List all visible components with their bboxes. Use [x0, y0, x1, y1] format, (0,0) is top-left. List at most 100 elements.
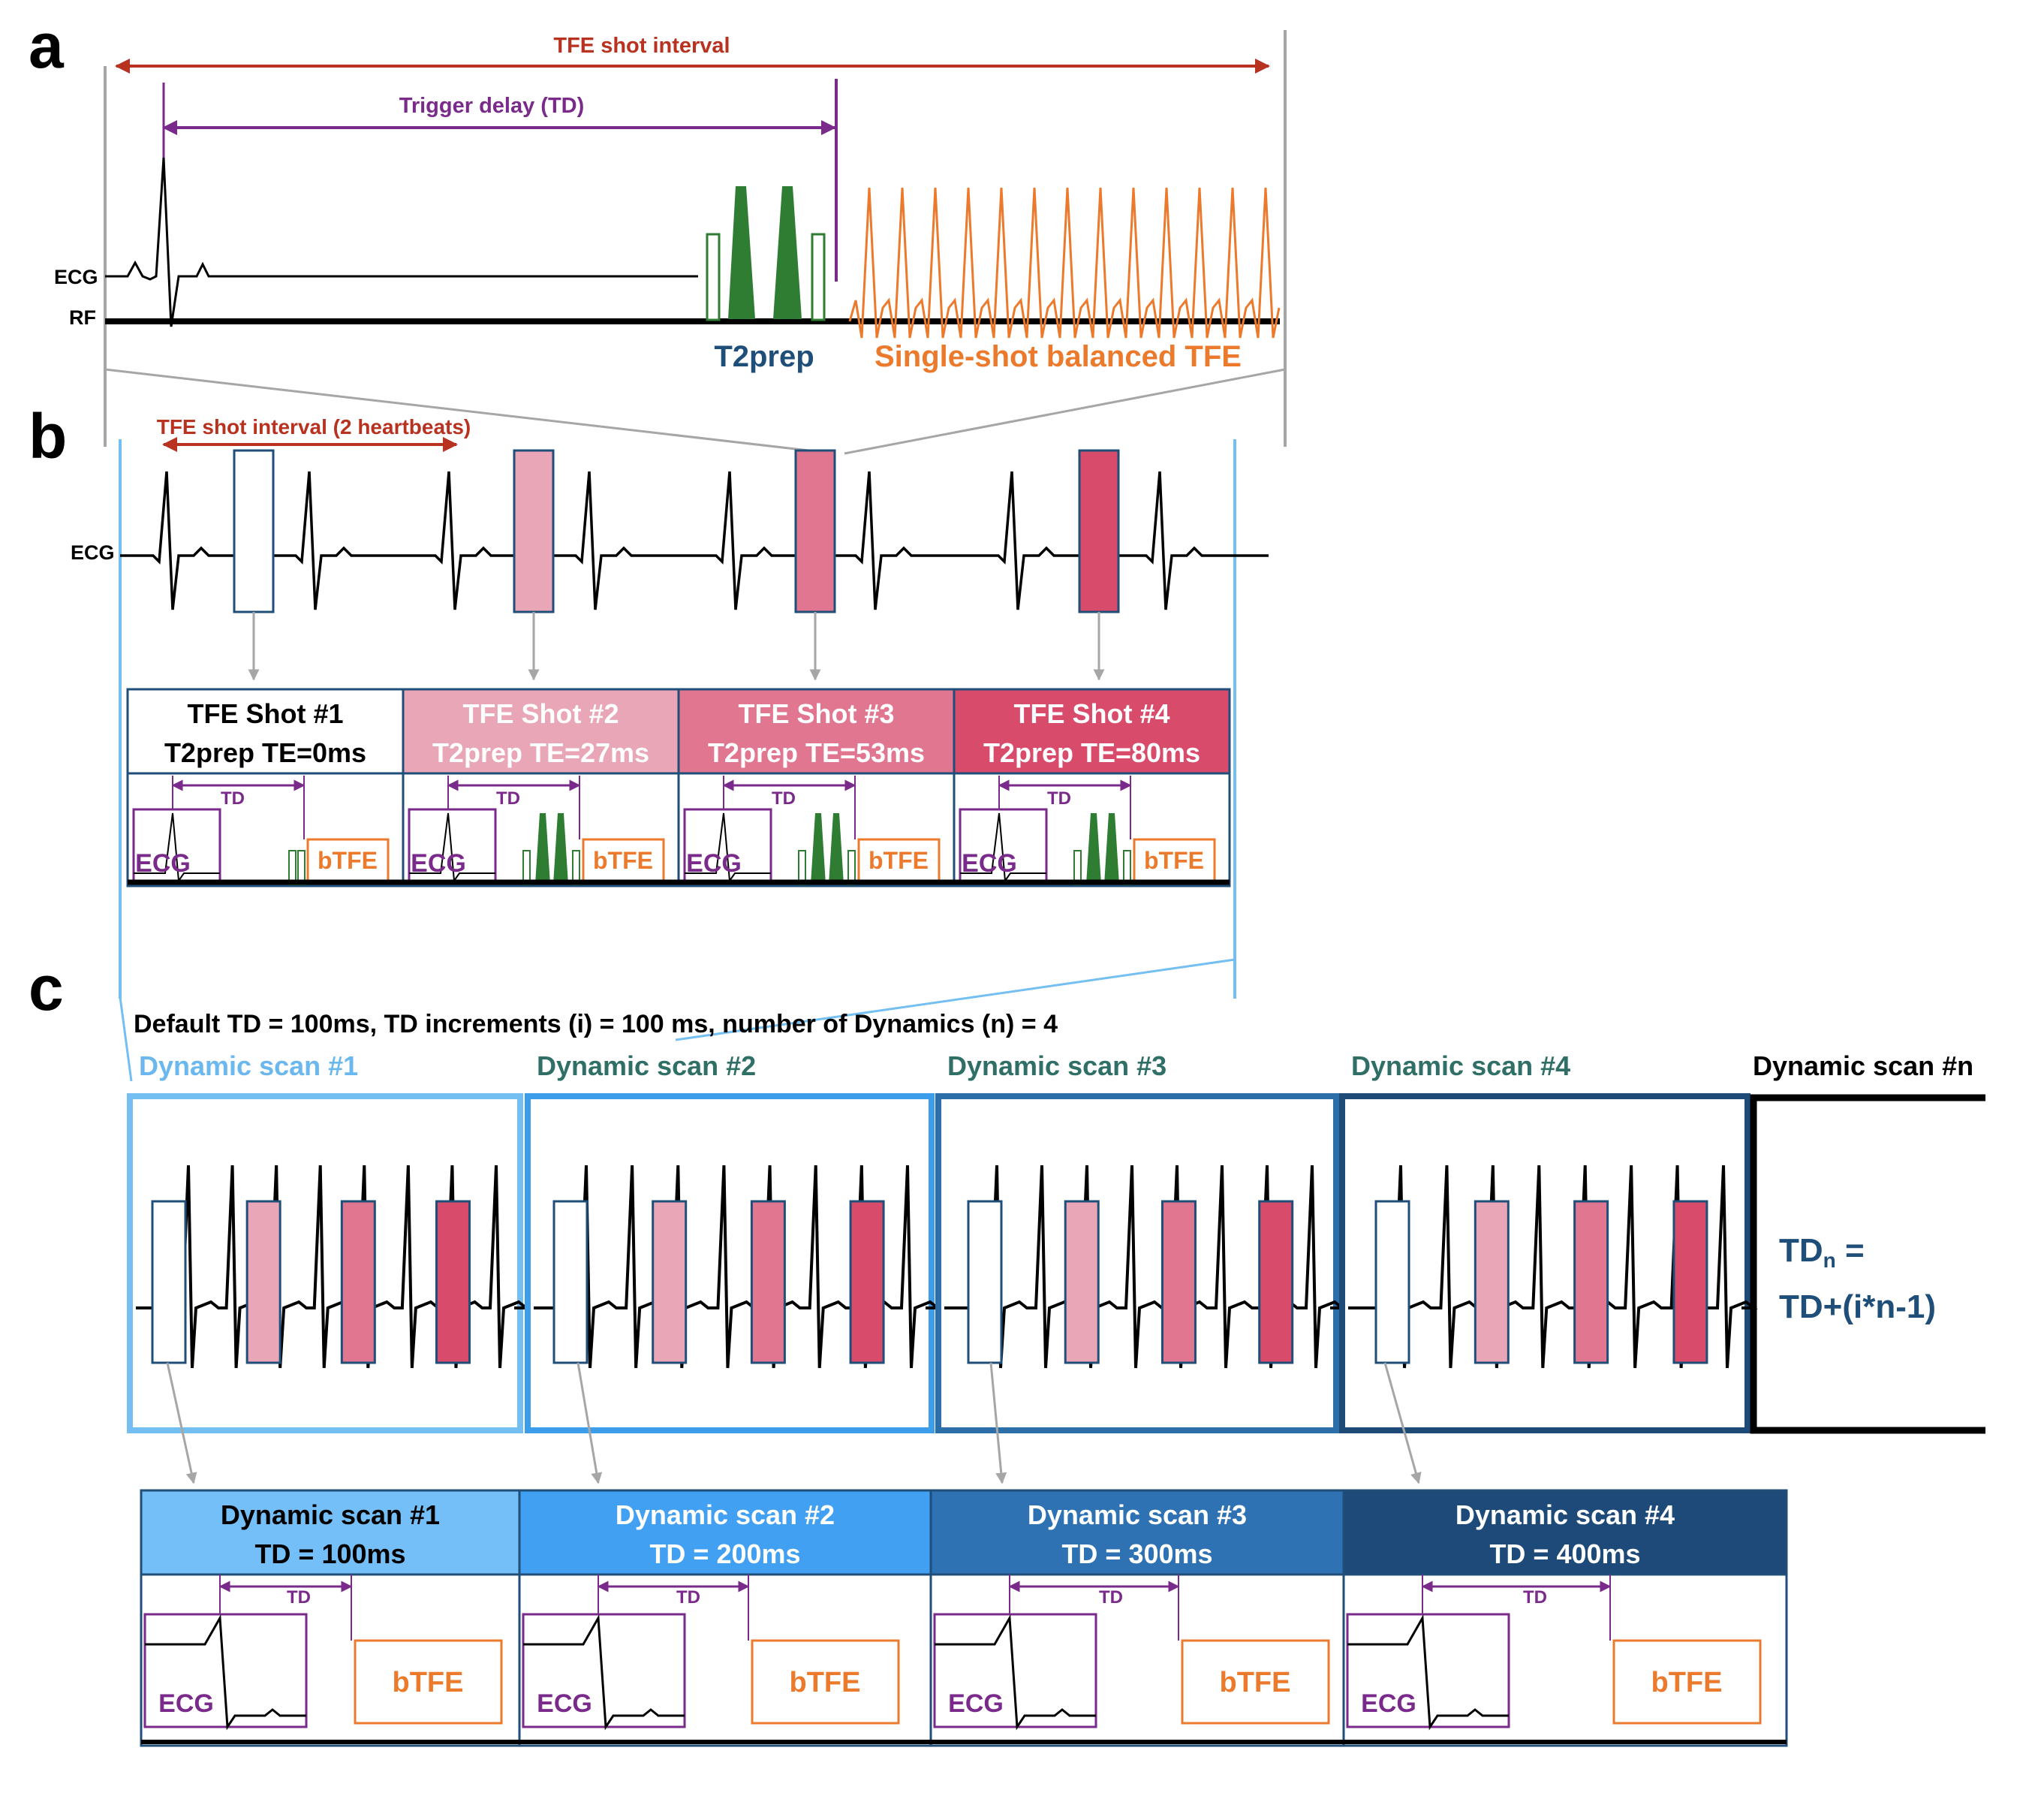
mini-ecg: [1347, 1614, 1509, 1731]
panel-b: b TFE shot interval (2 heartbeats) ECG T…: [29, 401, 1269, 1082]
btfe-label: bTFE: [593, 847, 653, 874]
t2prep-mini-pulse: [288, 850, 297, 885]
shot-title: TFE Shot #1: [187, 698, 343, 729]
acq-window-4: [435, 1200, 471, 1364]
btfe-box: [354, 1639, 503, 1725]
acq-window-3: [1573, 1200, 1609, 1364]
acq-window-2: [245, 1200, 281, 1364]
dynamic-scan-label: Dynamic scan #1: [139, 1050, 358, 1081]
td-header-bg: [518, 1489, 932, 1576]
panel-c: c Default TD = 100ms, TD increments (i) …: [29, 953, 1985, 1747]
acq-window-3: [750, 1200, 786, 1364]
acq-window-1: [233, 449, 275, 613]
mini-ecg: [685, 812, 771, 883]
shot-te: T2prep TE=0ms: [164, 737, 366, 768]
acq-window-4: [1258, 1200, 1294, 1364]
t2prep-pulse-3: [773, 186, 802, 319]
panel-label-a: a: [29, 11, 65, 81]
shot-header-bg: [402, 688, 680, 775]
acq-window-1: [151, 1200, 187, 1364]
tfe-interval-label: TFE shot interval: [553, 34, 730, 58]
dynamic-to-td-arrows: [166, 1362, 1422, 1484]
td-label: TD: [496, 788, 520, 809]
dynamic-scan-4: Dynamic scan #4: [1339, 1050, 1758, 1433]
ecg-box: [959, 808, 1048, 883]
td-label: TD: [772, 788, 796, 809]
btfe-label: bTFE: [790, 1667, 861, 1698]
ecg-label: ECG: [537, 1689, 592, 1718]
td-label: TD: [1047, 788, 1071, 809]
td-value: TD = 300ms: [1061, 1538, 1212, 1569]
acq-window-2: [513, 449, 555, 613]
btfe-box: [1133, 838, 1216, 883]
t2prep-mini-pulse: [553, 813, 568, 884]
t2prep-mini-pulse: [522, 850, 531, 885]
t2prep-mini-pulse: [297, 850, 306, 885]
btfe-label: bTFE: [1651, 1667, 1723, 1698]
ecg-axis-label-b: ECG: [71, 541, 115, 564]
td-title: Dynamic scan #2: [616, 1499, 835, 1530]
window-to-shot-arrows: [248, 612, 1105, 681]
panel-a: a TFE shot interval Trigger delay (TD) E…: [29, 11, 1287, 455]
td-value: TD = 100ms: [254, 1538, 405, 1569]
acq-window-2: [652, 1200, 688, 1364]
parameters-line: Default TD = 100ms, TD increments (i) = …: [134, 1010, 1058, 1038]
td-tag: TD: [287, 1587, 311, 1608]
panel-label-c: c: [29, 953, 64, 1023]
acq-window-4: [1672, 1200, 1708, 1364]
shot-te: T2prep TE=53ms: [708, 737, 925, 768]
t2prep-pulse-4: [811, 233, 826, 321]
t2prep-mini-pulse: [1104, 813, 1119, 884]
mini-ecg: [134, 812, 220, 883]
btfe-label: bTFE: [393, 1667, 464, 1698]
ecg-axis-label: ECG: [54, 266, 98, 288]
dyn-arrow-3: [989, 1362, 1007, 1484]
rf-axis-label: RF: [69, 306, 96, 329]
ecg-box: [132, 808, 221, 883]
zoom-line-left: [104, 368, 835, 455]
shot-title: TFE Shot #3: [738, 698, 894, 729]
dynamic-scan-label: Dynamic scan #2: [537, 1050, 756, 1081]
acq-window-1: [552, 1200, 589, 1364]
td-title: Dynamic scan #4: [1455, 1499, 1675, 1530]
td-header-bg: [1342, 1489, 1788, 1576]
dyn-arrow-2: [576, 1362, 603, 1484]
btfe-label: bTFE: [1220, 1667, 1291, 1698]
mini-ecg: [935, 1614, 1096, 1731]
btfe-box: [582, 838, 665, 883]
formula-line-2: TD+(i*n-1): [1779, 1288, 1936, 1325]
td-value: TD = 400ms: [1489, 1538, 1640, 1569]
bssfp-label: Single-shot balanced TFE: [874, 340, 1242, 373]
td-tag: TD: [676, 1587, 700, 1608]
acq-window-4: [1078, 449, 1120, 613]
acquisition-windows: [233, 449, 1120, 613]
dyn-arrow-1: [166, 1362, 197, 1484]
ecg-trace-a: [105, 157, 698, 327]
ecg-label: ECG: [135, 849, 191, 878]
t2prep-pulse-1: [706, 233, 721, 321]
t2prep-mini-pulse: [572, 850, 580, 885]
t2prep-mini-pulse: [829, 813, 844, 884]
dynamic-scan-2: Dynamic scan #2: [525, 1050, 942, 1433]
dynamic-scan-boxes: Dynamic scan #1 Dynamic scan #2 Dynamic sc…: [127, 1050, 1758, 1433]
acq-window-4: [849, 1200, 885, 1364]
ecg-label: ECG: [158, 1689, 214, 1718]
shot-te: T2prep TE=80ms: [983, 737, 1200, 768]
dynamic-scan-3: Dynamic scan #3: [935, 1050, 1347, 1433]
btfe-box: [306, 838, 390, 883]
t2prep-label: T2prep: [714, 340, 814, 373]
td-tag: TD: [1523, 1587, 1547, 1608]
shot-header-bg: [953, 688, 1231, 775]
mini-ecg: [960, 812, 1046, 883]
btfe-label: bTFE: [318, 847, 378, 874]
bssfp-rf-train: [848, 187, 1281, 339]
shot-header-bg: [677, 688, 956, 775]
dyn-arrow-4: [1383, 1362, 1422, 1484]
t2prep-pulses: [706, 186, 826, 321]
btfe-box: [1612, 1639, 1762, 1725]
